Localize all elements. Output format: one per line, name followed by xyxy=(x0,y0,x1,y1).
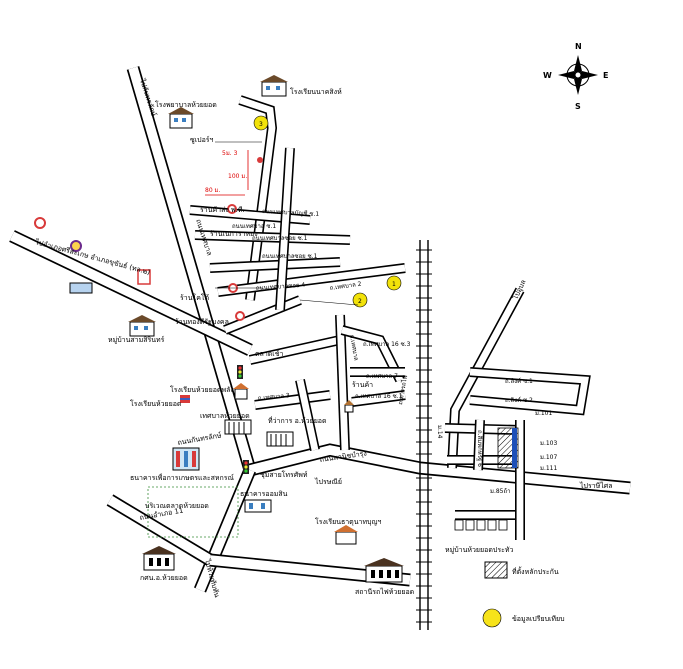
road-label: ถ.สิมหกหรัฐ 6 xyxy=(476,430,483,467)
marker-label: 3 xyxy=(259,121,263,128)
place-label: ไปรษณีย์ xyxy=(314,477,342,486)
bank2-icon xyxy=(244,499,272,513)
legend-circle-label: ข้อมูลเปรียบเทียบ xyxy=(512,615,565,623)
sao-icon xyxy=(142,546,176,571)
logo-red-icon xyxy=(34,217,46,229)
road-label: ไปราษีไศล xyxy=(579,481,613,490)
temple-icon xyxy=(344,400,354,413)
municipal-icon xyxy=(224,419,252,435)
place-label: ตลาดเช้า xyxy=(255,350,283,358)
logo-square-icon xyxy=(137,269,151,285)
compass-rose: N S E W xyxy=(543,42,608,111)
road-label: ถ.เทศบาล 3 xyxy=(258,392,291,402)
place-label: ธนาคารออมสิน xyxy=(240,490,288,498)
road-label: ม.101 xyxy=(535,410,552,417)
flag-icon xyxy=(180,395,190,403)
place-label: ซูเปอร์ฯ xyxy=(190,136,214,144)
comparison-marker-1 xyxy=(386,275,402,291)
place-label: โรงพยาบาลห้วยยอด xyxy=(155,100,217,109)
place-label: โรงเรียนห้วยยอด xyxy=(130,399,181,408)
compass-n: N xyxy=(575,42,582,51)
marker-label: 1 xyxy=(392,281,396,288)
marker-label: 2 xyxy=(358,298,362,305)
legend: ที่ตั้งหลักประกัน ข้อมูลเปรียบเทียบ xyxy=(482,561,565,628)
shop-marker-icon xyxy=(235,311,245,321)
road-label: ม.111 xyxy=(540,465,557,472)
place-label: ร้านค้าส่ง พ.ที. xyxy=(200,206,245,214)
comparison-markers: 1 2 3 xyxy=(253,115,402,308)
school-icon xyxy=(260,75,288,97)
place-label: ที่ว่าการ อ.ห้วยยอด xyxy=(268,416,327,425)
road-label: ถ.เทศบาล 2 xyxy=(329,281,362,292)
distance-label: 5ม. 3 xyxy=(222,150,238,157)
compass-e: E xyxy=(603,71,608,80)
market-area xyxy=(147,486,239,538)
comparison-marker-3 xyxy=(253,115,269,131)
road-label: ถ.เทศบาล 16 ซ.3 xyxy=(363,341,411,348)
place-label: หมู่บ้านห้วยยอดประทัว xyxy=(445,546,513,554)
bldg-west-icon xyxy=(69,282,93,294)
place-label: สถานีรถไฟห้วยยอด xyxy=(355,587,414,596)
district-icon xyxy=(266,431,294,447)
leader-lines xyxy=(215,141,359,306)
road-label: ไปอุบล xyxy=(510,278,527,302)
road-label: ถนนเทศบาล ซ.1 xyxy=(232,223,276,230)
station-icon xyxy=(364,558,404,583)
logo-purple-icon xyxy=(70,240,82,252)
place-label: ร้านทองดีรัฐมงคล xyxy=(175,318,229,326)
road-label: ถ.ลิงค์ ซ.2 xyxy=(505,396,533,404)
road-label: ม.103 xyxy=(540,440,557,447)
legend-circle-swatch xyxy=(482,608,502,628)
distance-annotations: 5ม. 3 100 ม. 80 ม. xyxy=(205,150,249,196)
hospital-icon xyxy=(168,107,194,129)
place-label: ร้านเนการาหยง xyxy=(210,230,258,238)
road-label: ม.107 xyxy=(540,454,557,461)
traffic-light-icon xyxy=(237,365,243,379)
road-label: ถนนเทศบาลซอย ซ.1 xyxy=(262,253,318,260)
road-label: ถนนกันทรลักษ์ xyxy=(177,431,222,447)
road-label: ถ.เทศบาล 16 ซ.1 xyxy=(355,393,403,400)
place-label: ชุมสายโทรศัพท์ xyxy=(260,470,308,479)
legend-hatch-label: ที่ตั้งหลักประกัน xyxy=(512,565,559,576)
place-label: โรงเรียนห้วยยอดพลัง xyxy=(170,385,234,394)
collateral-site-blue xyxy=(512,428,517,468)
place-label: หมู่บ้านสามสิรินทร์ xyxy=(108,336,165,344)
place-label: ร้านค้า xyxy=(352,381,373,389)
shop-marker-icon xyxy=(227,204,237,214)
traffic-light-icon xyxy=(243,460,249,474)
place-label: ธนาคารเพื่อการเกษตรและสหกรณ์ xyxy=(130,473,234,482)
compass-w: W xyxy=(543,71,552,80)
school-c-icon xyxy=(233,383,249,400)
place-label: กศน.อ.ห้วยยอด xyxy=(140,574,188,582)
railway xyxy=(416,240,432,630)
place-label: โรงเรียนธาตุนาทบุญฯ xyxy=(315,517,381,526)
legend-hatch-swatch xyxy=(484,561,508,579)
place-label: เทศบาลห้วยยอด xyxy=(200,412,250,420)
road-label: ม.85ถ้า xyxy=(490,488,511,495)
distance-label: 80 ม. xyxy=(205,187,220,194)
shop-marker-icon xyxy=(257,157,263,163)
road-label: ถนนเทศบาลบัญชี ซ.1 xyxy=(262,207,320,218)
road-label: ถนนเทศบาลซอย 4 xyxy=(256,282,306,292)
road-label: ถ.เทศบาล 7 xyxy=(366,373,398,380)
school-e-icon xyxy=(334,525,358,545)
labels: ไปกันทรลักษ์ ถนนเทศบาล ไปอำเภอศรีสะเกษ อ… xyxy=(34,77,613,599)
bank1-icon xyxy=(172,447,200,471)
village-houses xyxy=(454,519,508,531)
buildings xyxy=(34,75,404,583)
place-label: ร้านโคโด้ xyxy=(180,293,209,302)
road-label: ถ.ลิงค์ ซ.1 xyxy=(505,377,533,385)
road-label: ถ.เทศบาล xyxy=(348,334,360,361)
place-label: โรงเรียนนาคสิงห์ xyxy=(290,87,342,96)
distance-label: 100 ม. xyxy=(228,173,247,180)
village-icon xyxy=(128,315,156,337)
compass-s: S xyxy=(575,102,581,111)
road-network xyxy=(9,66,631,593)
road-label: ถนนเทศบาลซอย ซ.1 xyxy=(252,235,308,242)
comparison-marker-2 xyxy=(352,292,368,308)
place-label: บริเวณตลาดห้วยยอด xyxy=(145,502,209,510)
road-label: ม.14 xyxy=(436,425,443,439)
